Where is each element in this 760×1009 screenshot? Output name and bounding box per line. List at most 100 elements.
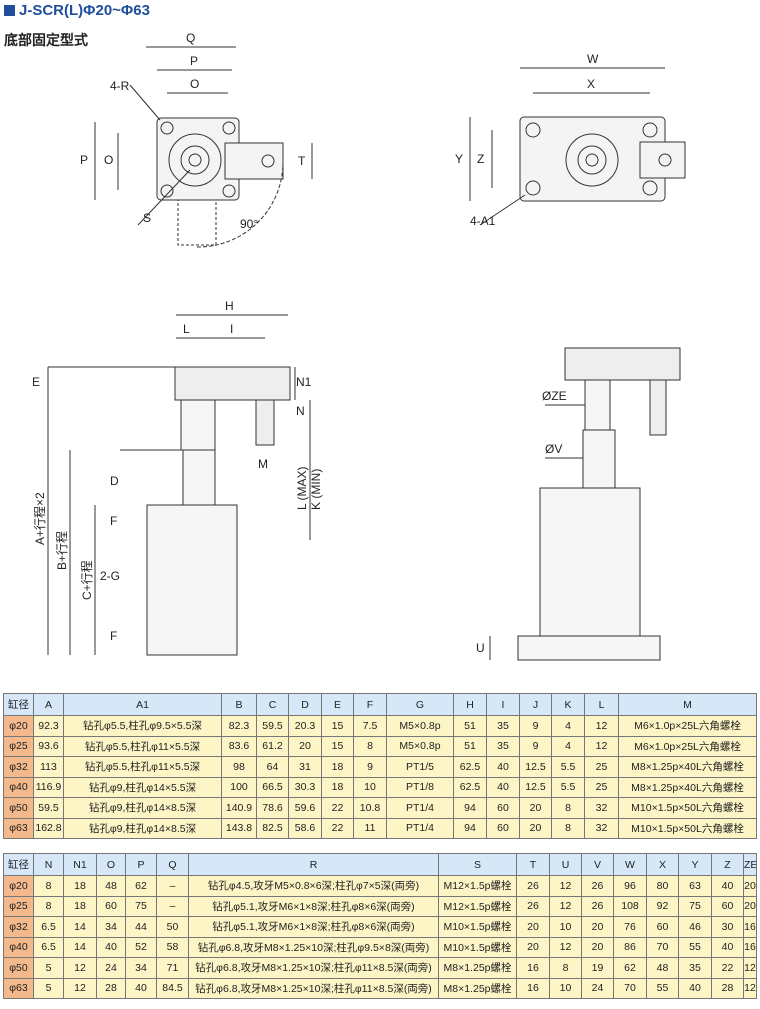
column-header: P (125, 853, 157, 876)
column-header: O (96, 853, 126, 876)
table-cell: 25 (584, 776, 619, 798)
table-cell: 钻孔φ9,柱孔φ14×5.5深 (63, 776, 222, 798)
dim-label-p-vertical: P (80, 153, 88, 167)
column-header: C (256, 693, 289, 716)
dim-label-s: S (143, 211, 151, 225)
bore-cell: φ63 (3, 977, 34, 999)
dim-label-o-vertical: O (104, 153, 113, 167)
table-cell: 20 (581, 916, 614, 938)
table-cell: 钻孔φ5.5,柱孔φ9.5×5.5深 (63, 715, 222, 737)
table-cell: 8 (549, 957, 582, 979)
dim-label-l-max: L (MAX) (295, 466, 309, 510)
table-cell: 70 (646, 936, 679, 958)
table-cell: 94 (453, 797, 487, 819)
table-cell: 51 (453, 715, 487, 737)
table-cell: 10 (353, 776, 387, 798)
dim-label-f-bottom: F (110, 629, 117, 643)
column-header: 缸径 (3, 853, 34, 876)
table-cell: M8×1.25p螺栓 (438, 957, 517, 979)
table-cell: 14 (63, 916, 97, 938)
table-cell: 24 (96, 957, 126, 979)
dim-label-p: P (190, 54, 198, 68)
column-header: F (353, 693, 387, 716)
table-cell: 钻孔φ5.1,攻牙M6×1×8深;柱孔φ8×6深(両旁) (188, 895, 439, 917)
table-cell: 6.5 (33, 916, 64, 938)
table-cell: 9 (519, 735, 552, 757)
column-header: V (581, 853, 614, 876)
dim-label-n: N (296, 404, 305, 418)
table-cell: 12 (584, 715, 619, 737)
table-cell: 22 (321, 817, 354, 839)
table-cell: 9 (519, 715, 552, 737)
table-cell: 143.8 (221, 817, 257, 839)
table-cell: 113 (33, 756, 64, 778)
column-header: 缸径 (3, 693, 34, 716)
table-cell: 86 (613, 936, 647, 958)
table-cell: 19 (581, 957, 614, 979)
table-cell: 20 (516, 916, 550, 938)
column-header: K (551, 693, 585, 716)
table-cell: 8 (33, 895, 64, 917)
table-cell: 8 (353, 735, 387, 757)
table-cell: 30.3 (288, 776, 322, 798)
table-cell: 8 (551, 797, 585, 819)
table-cell: 40 (125, 977, 157, 999)
table-cell: 162.8 (33, 817, 64, 839)
table-cell: 64 (256, 756, 289, 778)
table-cell: 26 (581, 895, 614, 917)
table-cell: 钻孔φ5.5,柱孔φ11×5.5深 (63, 735, 222, 757)
table-cell: 92 (646, 895, 679, 917)
table-cell: 50 (156, 916, 189, 938)
dim-label-l: L (183, 322, 190, 336)
table-cell: – (156, 895, 189, 917)
column-header: A1 (63, 693, 222, 716)
table-cell: 5.5 (551, 776, 585, 798)
top-view-drawing: Q P O 4-R P O T S 90° (80, 31, 313, 248)
table-cell: 60 (711, 895, 744, 917)
table-cell: 20 (516, 936, 550, 958)
table-cell: PT1/8 (386, 776, 454, 798)
table-cell: 140.9 (221, 797, 257, 819)
table-cell: 70 (613, 977, 647, 999)
dim-label-angle: 90° (240, 217, 258, 231)
dim-label-t: T (298, 154, 306, 168)
table-cell: 6.5 (33, 936, 64, 958)
table-cell: 24 (581, 977, 614, 999)
table-cell: 钻孔φ9,柱孔φ14×8.5深 (63, 797, 222, 819)
table-cell: 46 (678, 916, 712, 938)
column-header: Y (678, 853, 712, 876)
table-cell: 108 (613, 895, 647, 917)
table-cell: 55 (646, 977, 679, 999)
table-cell: 15 (321, 715, 354, 737)
table-cell: 16 (743, 916, 757, 938)
table-cell: 20 (743, 875, 757, 897)
dim-label-i: I (230, 322, 233, 336)
table-cell: 80 (646, 875, 679, 897)
table-cell: 40 (678, 977, 712, 999)
table-cell: 5 (33, 977, 64, 999)
table-cell: 82.3 (221, 715, 257, 737)
table-cell: 40 (486, 776, 520, 798)
bore-cell: φ32 (3, 756, 34, 778)
table-cell: 12.5 (519, 776, 552, 798)
column-header: D (288, 693, 322, 716)
column-header: N1 (63, 853, 97, 876)
column-header: T (516, 853, 550, 876)
table-cell: 20 (581, 936, 614, 958)
column-header: G (386, 693, 454, 716)
table-cell: 10.8 (353, 797, 387, 819)
table-cell: 58.6 (288, 817, 322, 839)
column-header: M (618, 693, 757, 716)
table-cell: 10 (549, 977, 582, 999)
table-cell: 钻孔φ6.8,攻牙M8×1.25×10深;柱孔φ11×8.5深(両旁) (188, 977, 439, 999)
table-cell: 60 (646, 916, 679, 938)
table-cell: 20 (743, 895, 757, 917)
table-cell: 30 (711, 916, 744, 938)
table-cell: 钻孔φ4.5,攻牙M5×0.8×6深;柱孔φ7×5深(両旁) (188, 875, 439, 897)
